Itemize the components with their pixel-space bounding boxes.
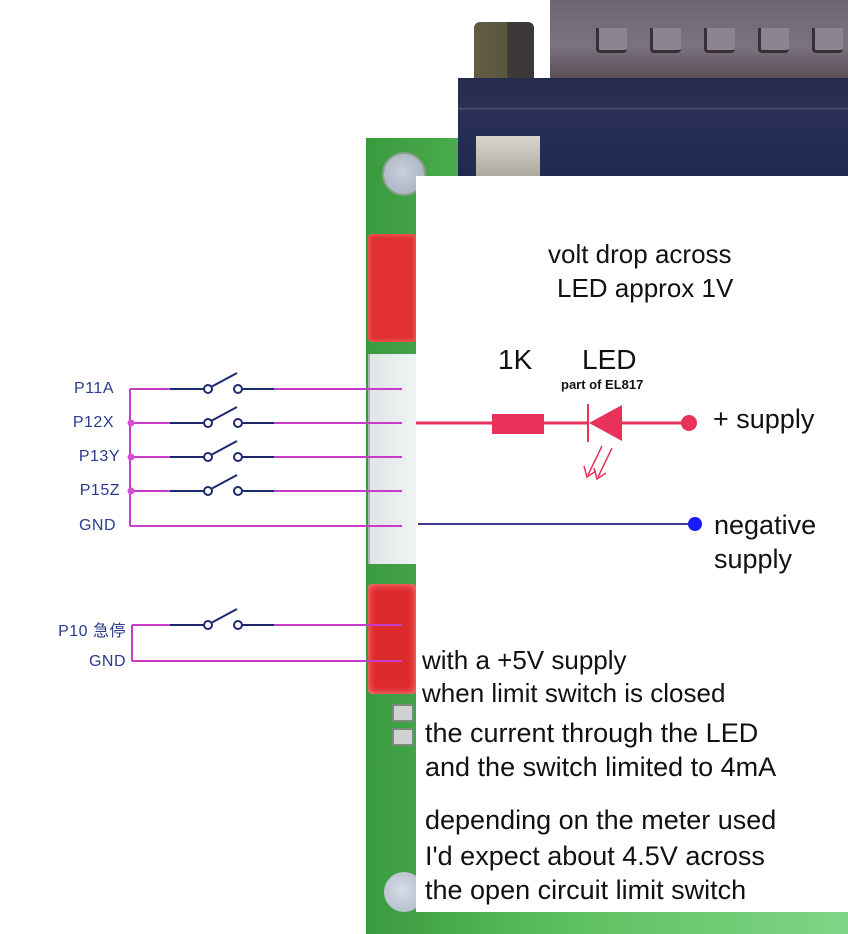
led-circuit: [416, 404, 697, 481]
led-triangle: [589, 405, 622, 441]
switch-row-p13y: [127, 440, 402, 462]
volt-drop-note-line2: LED approx 1V: [557, 273, 734, 303]
switch-contact: [203, 452, 213, 462]
pin-label-gnd: GND: [78, 517, 116, 534]
switch-lever: [210, 372, 238, 388]
connector-pin-slot: [758, 28, 789, 53]
switch-contact: [203, 620, 213, 630]
connector-pin-slot: [650, 28, 681, 53]
connector-pin-slot: [812, 28, 843, 53]
pin-label-estop-gnd: GND: [88, 653, 126, 670]
explanation-1-line2: when limit switch is closed: [422, 678, 726, 708]
switch-contact: [233, 452, 243, 462]
smd-component: [392, 728, 414, 746]
switch-contact: [203, 418, 213, 428]
annotation-panel: [416, 176, 848, 912]
switch-contact: [203, 486, 213, 496]
explanation-2-line3: the open circuit limit switch: [425, 875, 747, 905]
led-sublabel: part of EL817: [561, 377, 644, 392]
resistor-1k: [492, 414, 544, 434]
power-terminal-connector: [368, 234, 416, 342]
switch-lever: [210, 440, 238, 456]
junction-dot: [127, 419, 135, 427]
switch-contact: [203, 384, 213, 394]
led-label: LED: [582, 344, 637, 375]
connector-pin-slot: [596, 28, 627, 53]
junction-dot: [127, 487, 135, 495]
explanation-1-line3: the current through the LED: [425, 718, 759, 748]
connector-pin-slot: [704, 28, 735, 53]
switch-row-p12x: [127, 406, 402, 428]
resistor-label: 1K: [498, 344, 533, 375]
hex-standoff: [474, 22, 534, 80]
volt-drop-note-line1: volt drop across: [548, 239, 732, 269]
switch-lever: [210, 608, 238, 624]
explanation-2-line2: I'd expect about 4.5V across: [425, 841, 765, 871]
switch-contact: [233, 384, 243, 394]
switch-contact: [233, 620, 243, 630]
db25-connector-shell: [550, 0, 848, 78]
light-emission-arrows-icon: [583, 445, 613, 481]
hex-nut: [476, 136, 540, 178]
switch-lever: [210, 406, 238, 422]
negative-circuit: [418, 517, 702, 531]
pin-label-p11a: P11A: [74, 380, 114, 397]
switch-row-p11a: [130, 372, 402, 394]
estop-terminal-connector: [368, 584, 416, 694]
pin-label-p12x: P12X: [72, 414, 114, 431]
explanation-2-line1: depending on the meter used: [425, 805, 777, 835]
switch-contact: [233, 418, 243, 428]
explanation-1-line4: and the switch limited to 4mA: [425, 752, 777, 782]
switch-contact: [233, 486, 243, 496]
negative-supply-label-line2: supply: [714, 544, 793, 574]
pin-label-p10-estop: P10 急停: [58, 623, 126, 640]
smd-component: [392, 704, 414, 722]
positive-supply-label: + supply: [713, 404, 815, 434]
positive-supply-node: [681, 415, 697, 431]
negative-supply-node: [688, 517, 702, 531]
switch-row-p15z: [127, 474, 402, 496]
switch-lever: [210, 474, 238, 490]
negative-supply-label-line1: negative: [714, 510, 817, 540]
pin-label-p15z: P15Z: [79, 482, 120, 499]
junction-dot: [127, 453, 135, 461]
explanation-1-line1: with a +5V supply: [422, 645, 627, 675]
limit-switch-wiring: [127, 372, 402, 527]
pin-label-p13y: P13Y: [78, 448, 120, 465]
estop-wiring: [131, 608, 402, 662]
